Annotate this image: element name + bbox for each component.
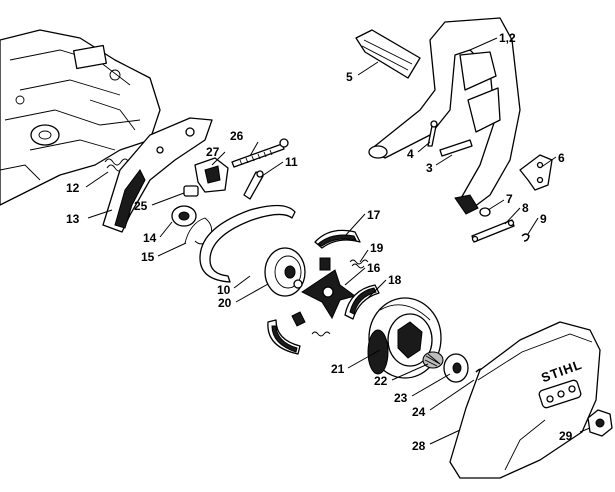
callout-13: 13: [66, 212, 80, 226]
part-clutch-shoe-lower: [267, 311, 331, 355]
part-18-clutch-shoes: [344, 284, 380, 320]
callout-14: 14: [143, 231, 157, 245]
callout-4: 4: [407, 147, 414, 161]
part-1-2-hand-guard: [368, 17, 521, 215]
callout-15: 15: [141, 250, 155, 264]
callout-10: 10: [217, 283, 231, 297]
callout-18: 18: [388, 273, 402, 287]
callout-labels: 1,2 3 4 5 6 7 8 9 10 11 12 13 14 15 16 1…: [66, 31, 573, 453]
callout-27: 27: [206, 145, 220, 159]
part-15-wire-spring: [184, 217, 213, 245]
part-25-sleeve: [183, 185, 199, 197]
callout-26: 26: [230, 129, 244, 143]
part-4-screw: [427, 120, 438, 147]
callout-23: 23: [394, 391, 408, 405]
part-17-clutch-shoe: [314, 229, 361, 249]
part-7-washer: [479, 207, 491, 217]
callout-1-2: 1,2: [499, 31, 516, 45]
part-6-bracket: [519, 154, 553, 191]
part-28-sprocket-cover: STIHL: [449, 321, 601, 479]
part-5-insert: [355, 29, 421, 79]
callout-7: 7: [506, 192, 513, 206]
callout-28: 28: [412, 439, 426, 453]
part-23-washer: [443, 353, 469, 383]
part-20-disc: [264, 247, 306, 297]
callout-8: 8: [522, 201, 529, 215]
part-10-brake-band: [199, 204, 296, 283]
callout-6: 6: [558, 151, 565, 165]
part-26-rod: [231, 138, 289, 168]
part-13-cover-plate: [102, 117, 213, 233]
part-3-strip: [439, 139, 473, 157]
part-27-lever: [194, 157, 229, 193]
callout-25: 25: [134, 199, 148, 213]
engine-housing: [0, 29, 161, 206]
part-9-clip: [521, 233, 530, 242]
callout-16: 16: [367, 261, 381, 275]
part-11-link: [243, 170, 264, 200]
callout-21: 21: [331, 362, 345, 376]
part-22-bearing: [422, 351, 444, 369]
callout-19: 19: [370, 241, 384, 255]
part-14-bushing: [171, 205, 197, 227]
callout-29: 29: [559, 429, 573, 443]
part-19-spring: [349, 259, 369, 269]
callout-24: 24: [412, 405, 426, 419]
callout-3: 3: [426, 161, 433, 175]
callout-5: 5: [346, 70, 353, 84]
callout-20: 20: [218, 296, 232, 310]
part-8-link: [471, 219, 515, 243]
callout-11: 11: [285, 155, 298, 169]
callout-22: 22: [374, 374, 388, 388]
callout-9: 9: [540, 212, 547, 226]
part-29-nut: [587, 409, 613, 437]
callout-17: 17: [367, 208, 381, 222]
callout-12: 12: [66, 181, 80, 195]
leader-lines: [85, 37, 591, 445]
